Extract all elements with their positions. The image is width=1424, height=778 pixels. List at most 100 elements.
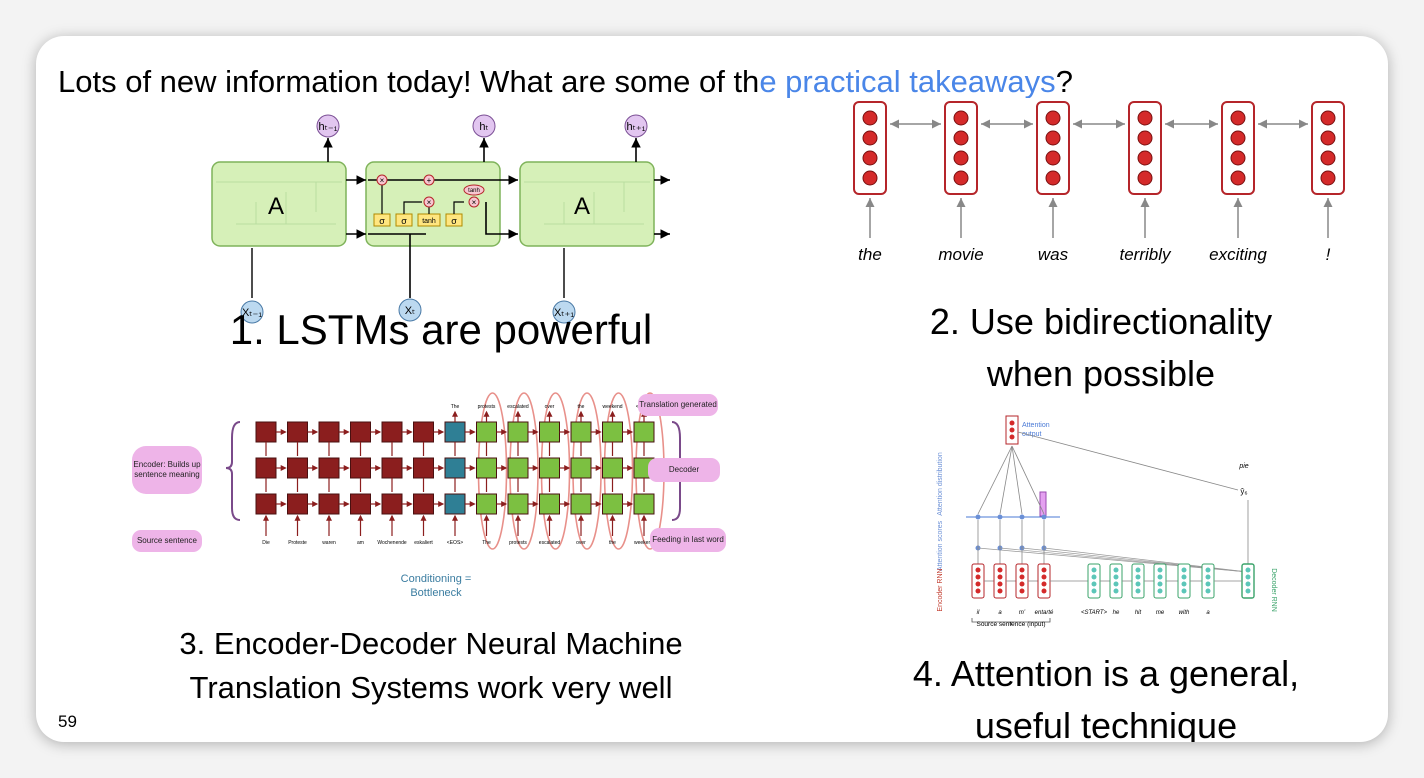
conditioning-bottleneck-label: Conditioning = Bottleneck — [376, 572, 496, 600]
neuron-dot — [953, 150, 969, 166]
encoder-block — [413, 493, 434, 515]
nmt-source-word: the — [609, 540, 616, 546]
neuron-dot — [975, 588, 981, 594]
takeaway-3-caption: 3. Encoder-Decoder Neural Machine Transl… — [146, 622, 716, 710]
source-brace — [971, 618, 1051, 625]
attention-link — [977, 445, 1013, 515]
takeaway-2-line-2: when possible — [986, 353, 1216, 394]
neuron-dot — [1135, 567, 1141, 573]
gate-output: σ — [451, 216, 457, 226]
encoder-pill: Encoder: Builds up sentence meaning — [132, 446, 202, 494]
neuron-dot — [997, 581, 1003, 587]
decoder-block — [570, 421, 592, 443]
neuron-dot — [1230, 150, 1246, 166]
neuron-dot — [1137, 170, 1153, 186]
encoder-block — [255, 457, 277, 479]
nmt-source-word: <EOS> — [447, 540, 463, 546]
neuron-dot — [1019, 574, 1025, 580]
encoder-block — [381, 493, 403, 515]
neuron-dot — [1157, 581, 1163, 587]
takeaway-2-line-1: 2. Use bidirectionality — [929, 301, 1273, 342]
input-prev: Xₜ₋₁ — [242, 307, 262, 319]
decoder-block — [507, 421, 529, 443]
neuron-dot — [997, 588, 1003, 594]
neuron-dot — [862, 110, 878, 126]
attention-link — [1011, 445, 1023, 515]
neuron-dot — [1320, 150, 1336, 166]
hidden-state-next: hₜ₊₁ — [627, 121, 646, 133]
neuron-dot — [1041, 581, 1047, 587]
nmt-source-word: Die — [262, 540, 270, 546]
gate-tanh: tanh — [422, 218, 436, 225]
neuron-dot — [1113, 581, 1119, 587]
attention-source-word: m’ — [1019, 610, 1026, 616]
neuron-dot — [1137, 130, 1153, 146]
attention-source-word: il — [977, 610, 980, 616]
rnn-state-box — [853, 101, 887, 195]
decoder-block — [507, 457, 529, 479]
bottleneck-block — [444, 493, 466, 515]
decoder-rnn-label: Decoder RNN — [1270, 568, 1277, 612]
encoder-block — [318, 457, 340, 479]
neuron-dot — [862, 150, 878, 166]
encoder-block — [255, 493, 277, 515]
neuron-dot — [1009, 434, 1015, 440]
encoder-block — [413, 457, 434, 479]
decoder-block — [476, 493, 497, 515]
decoder-block — [539, 457, 560, 479]
rnn-state-box — [1221, 101, 1255, 195]
lstm-cell-label-right: A — [574, 193, 590, 220]
neuron-dot — [1091, 581, 1097, 587]
conditioning-line-1: Conditioning = — [400, 573, 472, 585]
distribution-dot — [975, 514, 981, 520]
neuron-dot — [1320, 110, 1336, 126]
bottleneck-block — [444, 421, 466, 443]
neuron-dot — [1157, 567, 1163, 573]
bidir-word: the — [858, 245, 882, 264]
practical-takeaways-link[interactable]: e practical takeaways — [759, 64, 1056, 98]
bidir-word: movie — [938, 245, 983, 264]
op-multiply-1: × — [380, 176, 385, 185]
neuron-dot — [1181, 581, 1187, 587]
input-current: Xₜ — [405, 305, 416, 317]
decoder-block — [476, 457, 497, 479]
attention-output-label: Attention — [1022, 422, 1050, 429]
attention-output-label-2: output — [1022, 431, 1042, 438]
attention-target-word: with — [1179, 610, 1190, 616]
decoder-block — [602, 493, 623, 515]
distribution-dot — [1041, 514, 1047, 520]
slide-title: Lots of new information today! What are … — [58, 62, 1073, 98]
neuron-dot — [1019, 588, 1025, 594]
neuron-dot — [1091, 588, 1097, 594]
attention-scores-label: Attention scores — [937, 520, 944, 571]
attention-source-word: a — [998, 610, 1002, 616]
nmt-source-word: protests — [509, 540, 527, 546]
neuron-dot — [1113, 574, 1119, 580]
neuron-dot — [1320, 130, 1336, 146]
neuron-dot — [1230, 110, 1246, 126]
neuron-dot — [1157, 574, 1163, 580]
neuron-dot — [1205, 581, 1211, 587]
attention-target-word: he — [1113, 610, 1120, 616]
encoder-block — [413, 421, 434, 443]
neuron-dot — [862, 170, 878, 186]
attention-target-word: me — [1156, 610, 1165, 616]
neuron-dot — [1137, 110, 1153, 126]
rnn-state-box — [1036, 101, 1070, 195]
encoder-block — [287, 421, 308, 443]
score-link — [1043, 547, 1249, 573]
attention-target-word: a — [1206, 610, 1210, 616]
neuron-dot — [1205, 567, 1211, 573]
neuron-dot — [953, 110, 969, 126]
nmt-source-word: over — [576, 540, 586, 546]
encoder-block — [350, 493, 371, 515]
takeaway-3-line-1: 3. Encoder-Decoder Neural Machine — [179, 626, 683, 661]
source-sentence-caption: Source sentence (input) — [976, 621, 1045, 628]
neuron-dot — [953, 130, 969, 146]
nmt-output-word: the — [578, 404, 585, 410]
bidir-word: exciting — [1209, 245, 1267, 264]
attention-link — [999, 445, 1013, 515]
neuron-dot — [1245, 574, 1251, 580]
decoder-block — [633, 493, 655, 515]
